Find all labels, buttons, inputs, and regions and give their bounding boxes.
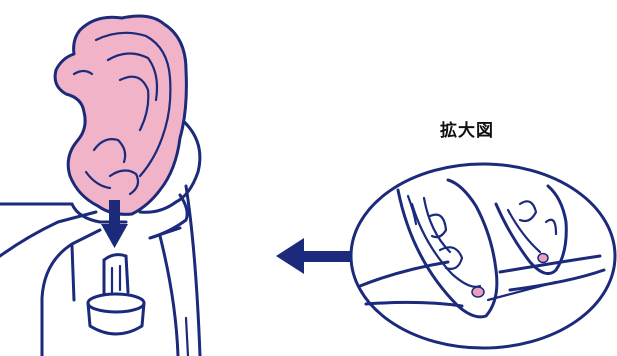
soap-piece: [55, 16, 186, 214]
arrow-left-icon: [276, 238, 350, 274]
cup: [88, 294, 144, 334]
zoom-circle: [351, 164, 615, 348]
pink-spot: [472, 287, 484, 297]
nozzle: [104, 255, 128, 296]
zoom-label: 拡大図: [440, 116, 494, 141]
pink-spot: [538, 254, 548, 263]
